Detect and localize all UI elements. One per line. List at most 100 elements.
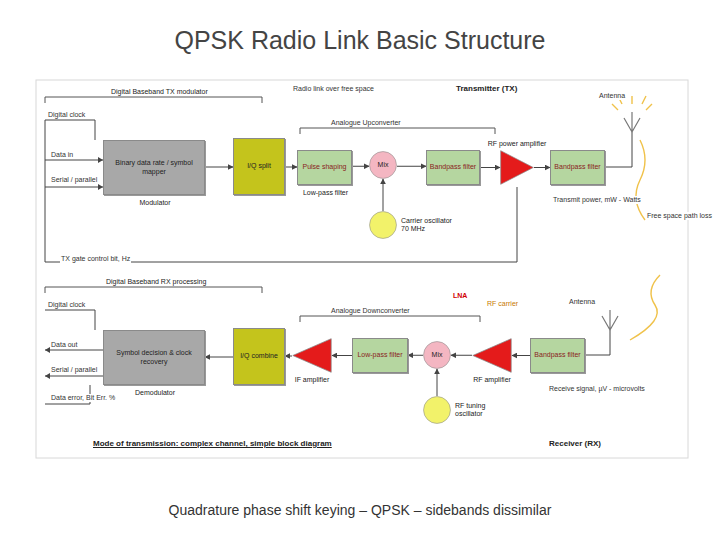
node-text: I/Q split [247,162,271,170]
connector [285,356,292,357]
connector [408,355,423,356]
node-outline [292,338,332,373]
label: TX gate control bit, Hz [60,255,131,263]
triangle-outline [473,339,511,373]
process-box: I/Q split [233,138,285,195]
node-body [292,338,332,373]
label: Digital Baseband RX processing [105,278,207,286]
label: Digital Baseband TX modulator [110,88,209,96]
label: Data error, Bit Err. % [50,394,116,402]
circle-node: Carrier oscillator 70 MHz [369,211,397,239]
connector [205,357,233,358]
amplifier-symbol: IF amplifier [292,338,332,373]
node-outline [423,396,451,424]
connector [205,167,233,168]
label: Receive signal, µV - microvolts [548,385,646,393]
label: Data in [50,151,74,159]
node-body: I/Q combine [234,329,284,384]
label: Data out [50,341,78,349]
node-text: Mix [378,161,389,169]
circle-outline [424,342,451,369]
io-heads [45,157,103,379]
node-caption: Modulator [90,199,220,207]
node-text: Bandpass filter [534,351,580,359]
circle-node: Mix [369,151,397,179]
node-text: Binary data rate / symbol mapper [106,159,202,175]
node-caption: IF amplifier [278,376,346,384]
node-caption: RF amplifier [458,376,526,384]
node-text: Mix [432,351,443,359]
node-text: Symbol decision & clock recovery [106,349,202,365]
node-body: Bandpass filter [531,339,584,372]
circle-outline [370,152,397,179]
label: Serial / parallel [50,366,98,374]
node-body [423,396,451,424]
connector [332,355,352,356]
label: Mode of transmission: complex channel, s… [92,440,333,449]
node-caption: Low-pass filter [284,189,367,197]
process-box: Low-pass filter [352,338,408,373]
node-body: Mix [423,341,451,369]
process-box: Bandpass filter [530,338,585,373]
antenna-symbol [602,112,640,330]
node-text: Bandpass filter [554,163,600,171]
node-text: Low-pass filter [357,351,402,359]
triangle-outline [501,151,534,185]
label: Analogue Upconverter [330,119,402,127]
label: Analogue Downconverter [330,307,411,315]
node-body [500,150,534,185]
node-outline [500,150,534,185]
node-caption: RF tuning oscillator [455,402,513,417]
connector [512,355,530,356]
label: Digital clock [47,111,86,119]
connector [451,355,472,356]
label: Antenna [568,298,596,306]
connector [437,369,438,396]
triangle-outline [293,339,331,373]
process-box: Bandpass filter [550,150,605,185]
label: Serial / parallel [50,176,98,184]
node-body: Binary data rate / symbol mapper [104,141,204,194]
label: Free space path loss [646,212,713,220]
amplifier-symbol: RF power amplifier [500,150,534,185]
label: Transmit power, mW - Watts [552,196,642,204]
caption: Quadrature phase shift keying – QPSK – s… [0,502,720,518]
node-body: Mix [369,151,397,179]
circle-node: Mix [423,341,451,369]
connector [383,179,384,211]
connector [285,167,297,168]
node-text: Bandpass filter [430,163,476,171]
node-body: Bandpass filter [427,151,479,184]
node-caption: Carrier oscillator 70 MHz [401,217,459,232]
process-box: Symbol decision & clock recoveryDemodula… [103,330,205,385]
connector [480,167,500,168]
label: Receiver (RX) [548,440,602,449]
connector [352,166,369,167]
node-body: Bandpass filter [551,151,604,184]
label: Radio link over free space [292,85,375,93]
circle-node: RF tuning oscillator [423,396,451,424]
process-box: Pulse shapingLow-pass filter [297,150,352,185]
circle-outline [370,212,397,239]
connector [534,167,550,168]
process-box: I/Q combine [233,328,285,385]
node-caption: RF power amplifier [482,140,552,148]
circle-outline [424,397,451,424]
node-body: Low-pass filter [353,339,407,372]
io-wires [45,120,632,404]
label: RF carrier [486,300,519,308]
node-body [472,338,512,373]
node-body: Symbol decision & clock recovery [104,331,204,384]
node-outline [369,211,397,239]
label: Digital clock [47,301,86,309]
node-outline [472,338,512,373]
process-box: Binary data rate / symbol mapperModulato… [103,140,205,195]
panel [36,80,688,458]
amplifier-symbol: RF amplifier [472,338,512,373]
connector [397,166,426,167]
title: QPSK Radio Link Basic Structure [0,26,720,55]
node-body [369,211,397,239]
brackets [45,97,495,322]
